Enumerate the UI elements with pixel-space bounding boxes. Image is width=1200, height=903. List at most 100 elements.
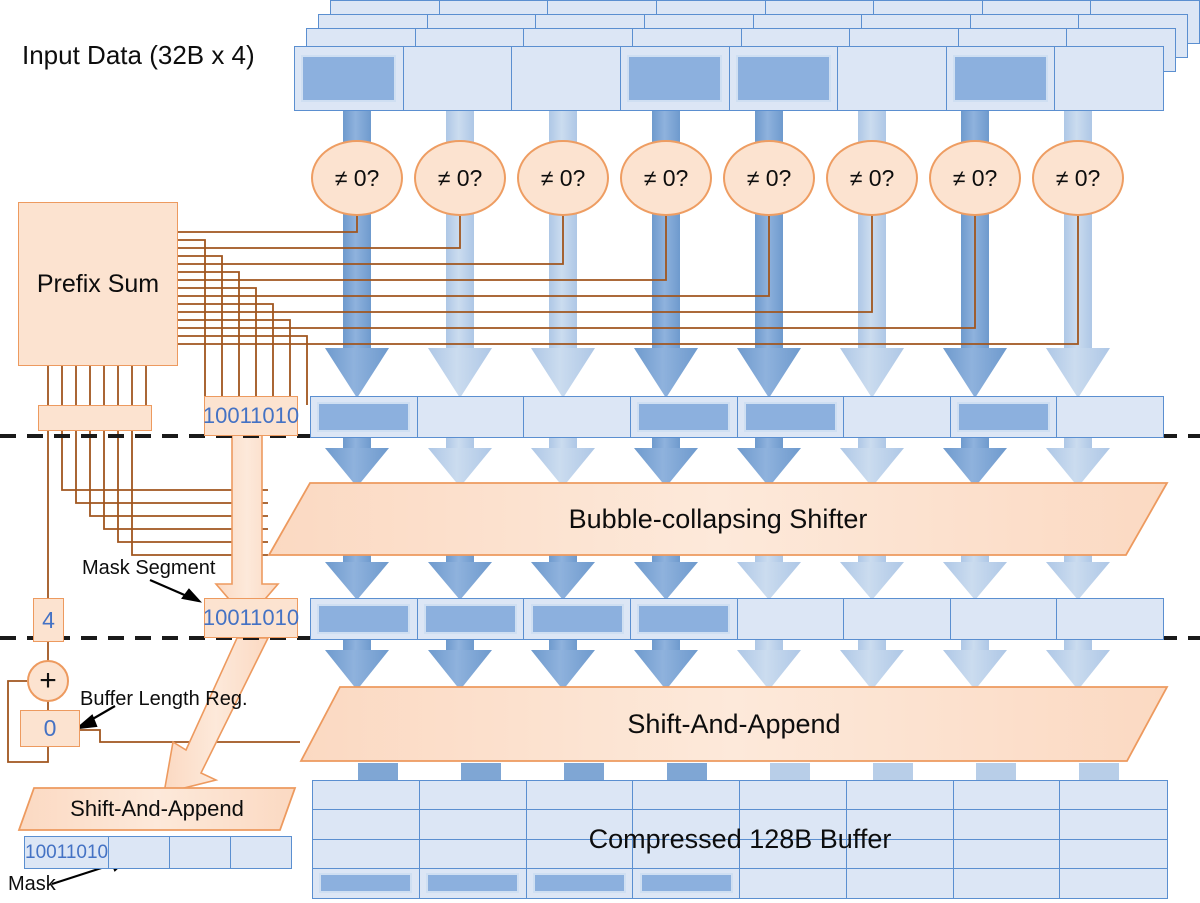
buffer-cell	[740, 810, 847, 840]
cell-fill	[301, 54, 397, 103]
append-to-buffer-stubs	[358, 763, 1119, 781]
bubble-collapsing-shifter-label: Bubble-collapsing Shifter	[568, 503, 868, 534]
buffer-cell	[313, 781, 420, 811]
mask-segment-box-mid[interactable]: 10011010	[203, 598, 299, 638]
comparator-label: ≠ 0?	[746, 164, 792, 191]
comparator-nonzero-2[interactable]: ≠ 0?	[414, 140, 506, 216]
stage1-data-cell	[1057, 397, 1163, 437]
comparator-nonzero-4[interactable]: ≠ 0?	[620, 140, 712, 216]
comparator-nonzero-8[interactable]: ≠ 0?	[1032, 140, 1124, 216]
stage1-data-cell	[418, 397, 525, 437]
buffer-cell	[953, 781, 1061, 811]
mask-bar: 10011010	[24, 836, 292, 869]
comparator-nonzero-3[interactable]: ≠ 0?	[517, 140, 609, 216]
cell-fill	[957, 604, 1050, 634]
comparator-nonzero-5[interactable]: ≠ 0?	[723, 140, 815, 216]
mask-callout: Mask	[8, 873, 56, 895]
buffer-cell	[313, 868, 420, 898]
buffer-cell	[313, 810, 420, 840]
buffer-cell-fill	[639, 873, 733, 894]
bubble-collapsing-shifter[interactable]: Bubble-collapsing Shifter	[267, 482, 1169, 556]
cell-fill	[1064, 604, 1157, 634]
input-data-cell	[295, 47, 404, 110]
buffer-cell	[954, 868, 1061, 898]
buffer-cell-fill	[319, 873, 413, 894]
comparator-label: ≠ 0?	[643, 164, 689, 191]
buffer-cell	[313, 839, 420, 869]
buffer-cell	[1060, 869, 1167, 898]
buffer-cell	[527, 868, 634, 898]
comparator-label: ≠ 0?	[952, 164, 998, 191]
buffer-cell	[526, 781, 634, 811]
comparator-nonzero-1[interactable]: ≠ 0?	[311, 140, 403, 216]
comparator-label: ≠ 0?	[849, 164, 895, 191]
cell-fill	[735, 54, 831, 103]
input-data-cell	[621, 47, 730, 110]
cell-fill	[317, 603, 411, 635]
mask-bar-cell: 10011010	[25, 837, 110, 868]
comparator-label: ≠ 0?	[334, 164, 380, 191]
cell-fill	[744, 604, 837, 634]
shift-and-append-label: Shift-And-Append	[627, 708, 841, 739]
mask-segment-box-top[interactable]: 10011010	[203, 396, 299, 436]
cell-fill	[627, 54, 723, 103]
cell-fill	[531, 402, 624, 432]
prefix-sum-block[interactable]: Prefix Sum	[18, 202, 178, 366]
buffer-cell	[953, 810, 1061, 840]
mask-bar-cell	[109, 837, 171, 868]
buffer-length-register-box: 0	[20, 710, 80, 747]
cell-fill	[424, 402, 517, 432]
buffer-cell	[1060, 810, 1167, 840]
buffer-cell	[419, 781, 527, 811]
buffer-cell-fill	[426, 873, 520, 894]
mask-flow-arrow-diagonal	[162, 637, 270, 795]
collapsed-data-cell	[738, 599, 845, 639]
buffer-cell	[633, 868, 740, 898]
buffer-cell	[846, 810, 954, 840]
stage1-data-cell	[738, 397, 845, 437]
mask-segment-callout: Mask Segment	[82, 557, 216, 579]
cell-fill	[845, 55, 940, 103]
collapsed-data-cell	[311, 599, 418, 639]
stage1-data-cell	[311, 397, 418, 437]
buffer-cell	[633, 810, 740, 840]
comparator-label: ≠ 0?	[540, 164, 586, 191]
shift-and-append-block[interactable]: Shift-And-Append	[299, 686, 1169, 762]
cell-fill	[1062, 55, 1157, 103]
stage1-data-cell	[631, 397, 738, 437]
collapsed-data-cell	[951, 599, 1058, 639]
buffer-cell	[419, 810, 527, 840]
cell-fill	[957, 401, 1051, 433]
buffer-cell	[526, 839, 634, 869]
buffer-cell	[526, 810, 634, 840]
cell-fill	[410, 55, 505, 103]
shift-and-append-mask-block[interactable]: Shift-And-Append	[17, 787, 297, 831]
buffer-cell	[420, 868, 527, 898]
comparator-nonzero-7[interactable]: ≠ 0?	[929, 140, 1021, 216]
row-to-shifter-arrows	[325, 438, 1110, 487]
cell-fill	[850, 604, 943, 634]
input-data-cell	[512, 47, 621, 110]
collapsed-data-cell	[418, 599, 525, 639]
buffer-length-reg-callout: Buffer Length Reg.	[80, 688, 248, 710]
collapsed-data-cell	[844, 599, 951, 639]
cell-fill	[1064, 402, 1157, 432]
collapsed-data-cell	[524, 599, 631, 639]
buffer-cell	[846, 781, 954, 811]
cell-fill	[850, 402, 943, 432]
buffer-cell	[633, 781, 740, 811]
buffer-cell	[740, 781, 847, 811]
shifter-to-collapsed-arrows	[325, 552, 1110, 600]
comparator-nonzero-6[interactable]: ≠ 0?	[826, 140, 918, 216]
buffer-row	[313, 868, 1167, 898]
buffer-row	[313, 810, 1167, 840]
prefix-sum-label: Prefix Sum	[36, 269, 160, 298]
cell-fill	[637, 401, 731, 433]
mask-bar-cell	[231, 837, 291, 868]
mask-bar-value: 10011010	[25, 841, 109, 863]
cell-fill	[953, 54, 1048, 103]
buffer-cell	[419, 839, 527, 869]
collapsed-data-cell	[631, 599, 738, 639]
